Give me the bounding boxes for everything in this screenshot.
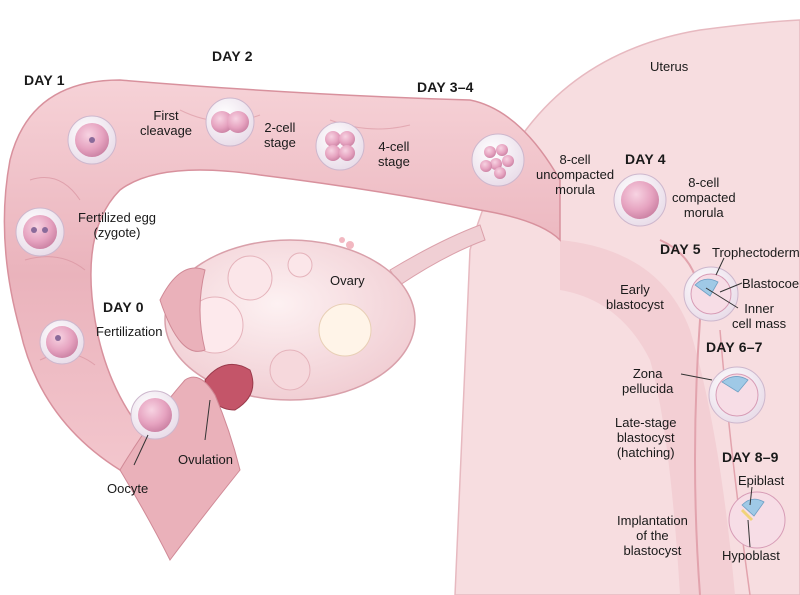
zygote-label-line2: (zygote) — [78, 225, 156, 240]
eight-uncomp-label-line3: morula — [536, 182, 614, 197]
late-blasto-label-line3: (hatching) — [615, 445, 676, 460]
day-6-7-label: DAY 6–7 — [706, 340, 763, 355]
early-blastocyst-label: Early blastocyst — [606, 282, 664, 312]
day-2-label: DAY 2 — [212, 49, 253, 64]
ovary-follicle-1 — [228, 256, 272, 300]
four-cell-embryo — [316, 122, 364, 170]
first-cleavage-label: First cleavage — [140, 108, 192, 138]
zona-pellucida-label: Zona pellucida — [622, 366, 673, 396]
first-cleavage-label-line2: cleavage — [140, 123, 192, 138]
eight-uncomp-label-line1: 8-cell — [536, 152, 614, 167]
two-cell-label-line1: 2-cell — [264, 120, 296, 135]
day-4-label: DAY 4 — [625, 152, 666, 167]
eight-cell-uncompacted-label: 8-cell uncompacted morula — [536, 152, 614, 197]
day-5-label: DAY 5 — [660, 242, 701, 257]
ovary-follicle-2 — [288, 253, 312, 277]
implanting-blastocyst — [729, 492, 785, 548]
uterus-label: Uterus — [650, 59, 688, 74]
ovary-follicle-4 — [346, 241, 354, 249]
early-blasto-label-line2: blastocyst — [606, 297, 664, 312]
inner-cell-mass-label: Inner cell mass — [732, 301, 786, 331]
late-blasto-label-line2: blastocyst — [615, 430, 676, 445]
trophectoderm-label: Trophectoderm — [712, 245, 800, 260]
late-blasto-label-line1: Late-stage — [615, 415, 676, 430]
day-3-4-label: DAY 3–4 — [417, 80, 474, 95]
inner-cell-mass-line2: cell mass — [732, 316, 786, 331]
late-stage-blastocyst-label: Late-stage blastocyst (hatching) — [615, 415, 676, 460]
fertilization-label: Fertilization — [96, 324, 162, 339]
day-8-9-label: DAY 8–9 — [722, 450, 779, 465]
zygote-cell — [16, 208, 64, 256]
oocyte-label: Oocyte — [107, 481, 148, 496]
zona-pellucida-line1: Zona — [622, 366, 673, 381]
four-cell-label-line1: 4-cell — [378, 139, 410, 154]
four-cell-label-line2: stage — [378, 154, 410, 169]
eight-comp-label-line1: 8-cell — [672, 175, 736, 190]
eight-cell-compacted-morula — [614, 174, 666, 226]
zona-pellucida-line2: pellucida — [622, 381, 673, 396]
ovary-corpus-2 — [270, 350, 310, 390]
ovary-label: Ovary — [330, 273, 365, 288]
blastocoel-label: Blastocoel — [742, 276, 800, 291]
day-1-label: DAY 1 — [24, 73, 65, 88]
eight-comp-label-line2: compacted — [672, 190, 736, 205]
epiblast-label: Epiblast — [738, 473, 784, 488]
early-blastocyst — [684, 267, 738, 321]
zygote-label-line1: Fertilized egg — [78, 210, 156, 225]
two-cell-label-line2: stage — [264, 135, 296, 150]
two-cell-stage-label: 2-cell stage — [264, 120, 296, 150]
eight-cell-compacted-label: 8-cell compacted morula — [672, 175, 736, 220]
ovulation-label: Ovulation — [178, 452, 233, 467]
ovary-corpus-1 — [319, 304, 371, 356]
implant-label-line3: blastocyst — [617, 543, 688, 558]
hypoblast-label: Hypoblast — [722, 548, 780, 563]
two-cell-embryo — [206, 98, 254, 146]
fertilized-egg-cell — [40, 320, 84, 364]
inner-cell-mass-line1: Inner — [732, 301, 786, 316]
eight-uncomp-label-line2: uncompacted — [536, 167, 614, 182]
eight-comp-label-line3: morula — [672, 205, 736, 220]
first-cleavage-label-line1: First — [140, 108, 192, 123]
early-blasto-label-line1: Early — [606, 282, 664, 297]
implant-label-line1: Implantation — [617, 513, 688, 528]
eight-cell-uncompacted-embryo — [472, 134, 524, 186]
late-stage-blastocyst — [709, 367, 765, 423]
ovary-follicle-5 — [339, 237, 345, 243]
day-0-label: DAY 0 — [103, 300, 144, 315]
zygote-label: Fertilized egg (zygote) — [78, 210, 156, 240]
four-cell-stage-label: 4-cell stage — [378, 139, 410, 169]
implantation-label: Implantation of the blastocyst — [617, 513, 688, 558]
first-cleavage-cell — [68, 116, 116, 164]
oocyte-cell — [131, 391, 179, 439]
implant-label-line2: of the — [617, 528, 688, 543]
fimbriae-upper — [160, 268, 205, 351]
